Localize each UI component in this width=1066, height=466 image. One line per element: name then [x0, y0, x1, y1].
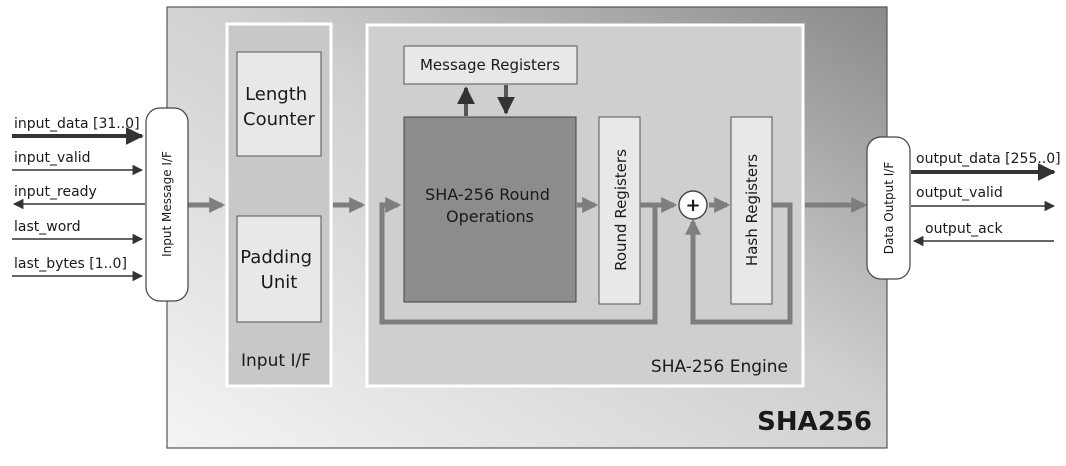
input-if-title: Input I/F: [241, 351, 311, 371]
output-ack-label: output_ack: [925, 221, 1003, 237]
engine-title: SHA-256 Engine: [651, 357, 788, 377]
input-signals: input_data [31..0] input_valid input_rea…: [12, 116, 145, 282]
length-counter-box: [236, 51, 322, 157]
output-signals: output_data [255..0] output_valid output…: [911, 151, 1061, 247]
round-registers-label: Round Registers: [612, 149, 630, 271]
message-registers-label: Message Registers: [420, 56, 560, 74]
padding-unit-box: [236, 215, 322, 323]
hash-registers-box: [730, 116, 773, 305]
data-output-if-box: [866, 136, 911, 280]
padding-unit-label: Padding Unit: [240, 247, 318, 293]
input-ready-label: input_ready: [14, 184, 97, 200]
adder-symbol: +: [685, 195, 700, 216]
data-output-if-label: Data Output I/F: [882, 162, 896, 255]
hash-registers-label: Hash Registers: [743, 154, 761, 266]
output-data-label: output_data [255..0]: [916, 151, 1061, 167]
round-operations-label: SHA-256 Round Operations: [425, 185, 555, 226]
round-feedback-loop: [379, 196, 658, 325]
adder-circle: [678, 190, 708, 220]
last-bytes-label: last_bytes [1..0]: [14, 256, 127, 272]
hash-feedback-loop: [684, 202, 793, 325]
input-valid-label: input_valid: [14, 150, 91, 166]
input-data-label: input_data [31..0]: [14, 116, 140, 132]
output-valid-label: output_valid: [916, 185, 1003, 201]
sha256-title: SHA256: [757, 407, 872, 437]
length-counter-label: Length Counter: [243, 84, 316, 130]
round-operations-box: [403, 116, 577, 303]
input-message-if-label: Input Message I/F: [160, 151, 174, 257]
round-registers-box: [598, 116, 641, 305]
input-message-if-box: [145, 107, 189, 302]
last-word-label: last_word: [14, 219, 81, 235]
message-registers-box: [403, 45, 578, 85]
